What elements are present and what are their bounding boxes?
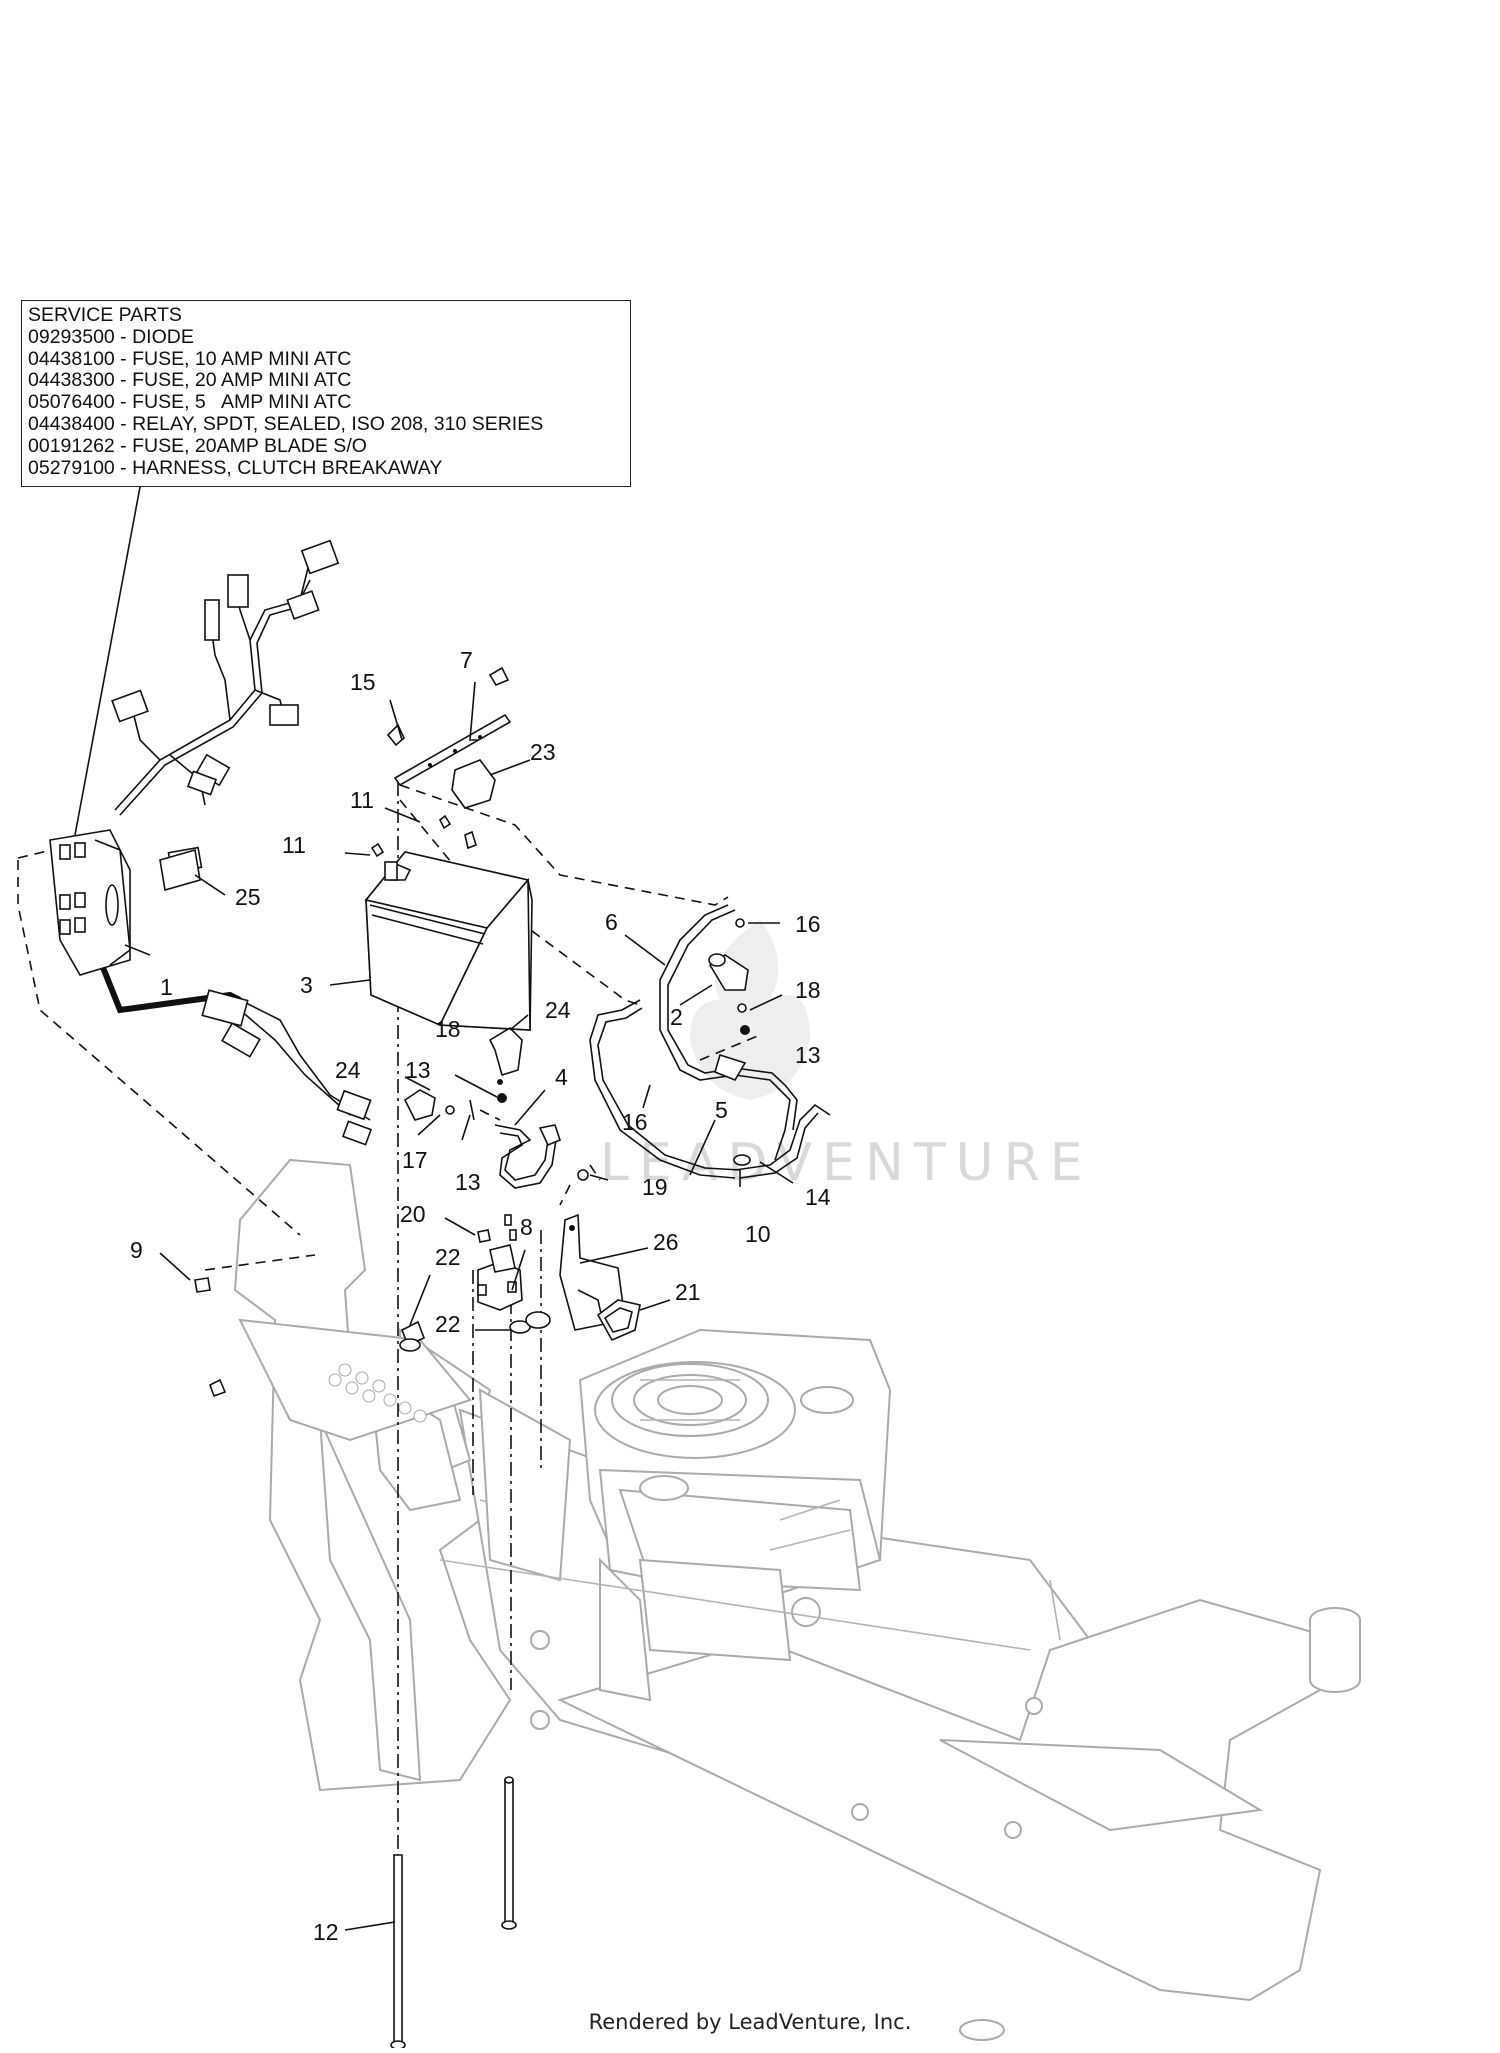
callout-13-lower: 13 [455, 1169, 481, 1195]
callout-13-right: 13 [795, 1042, 821, 1068]
callout-7: 7 [460, 647, 473, 673]
callout-17: 17 [402, 1147, 428, 1173]
callout-8: 8 [520, 1214, 533, 1240]
callout-20: 20 [400, 1201, 426, 1227]
callout-16-upper: 16 [795, 911, 821, 937]
service-part-line: 04438300 - FUSE, 20 AMP MINI ATC [28, 369, 352, 392]
callout-25: 25 [235, 884, 261, 910]
wing-nut-part-15 [386, 723, 405, 747]
terminal-boot-part-24-lower [403, 1089, 436, 1121]
callout-14: 14 [805, 1184, 831, 1210]
bracket-part-26 [559, 1213, 626, 1331]
callout-19: 19 [642, 1174, 668, 1200]
callout-22-lower: 22 [435, 1311, 461, 1337]
callout-9: 9 [130, 1237, 143, 1263]
mower-chassis-ghost [233, 1158, 1361, 2041]
screw-part-9 [194, 1277, 211, 1293]
relay-bracket-part-25 [159, 848, 201, 892]
nut-part-13 [740, 1025, 750, 1035]
service-part-line: 00191262 - FUSE, 20AMP BLADE S/O [28, 434, 367, 457]
callout-11-lower: 11 [282, 832, 306, 858]
callout-22-upper: 22 [435, 1244, 461, 1270]
callout-24-upper: 24 [545, 997, 571, 1023]
service-part-line: 04438400 - RELAY, SPDT, SEALED, ISO 208,… [28, 412, 544, 435]
panel-holes [328, 1363, 427, 1423]
service-part-line: 05076400 - FUSE, 5 AMP MINI ATC [28, 391, 352, 414]
service-parts-title: SERVICE PARTS [28, 304, 182, 326]
nut-part-16 [735, 918, 745, 928]
callout-1: 1 [160, 974, 173, 1000]
callout-5: 5 [715, 1097, 728, 1123]
screw-part-19 [577, 1169, 589, 1181]
starter-solenoid-part-8 [477, 1214, 523, 1311]
screw-part-20 [477, 1229, 491, 1243]
terminal-boot-part-24-upper [488, 1026, 523, 1077]
fuse-block-part-1 [49, 829, 131, 976]
callout-13-mid: 13 [405, 1057, 431, 1083]
callout-4: 4 [555, 1064, 568, 1090]
service-part-line: 05279100 - HARNESS, CLUTCH BREAKAWAY [28, 456, 443, 479]
callout-6: 6 [605, 909, 618, 935]
service-parts-box: SERVICE PARTS 09293500 - DIODE 04438100 … [21, 300, 631, 487]
callout-24-left: 24 [335, 1057, 361, 1083]
wiring-harness [87, 539, 373, 1146]
watermark-text: LEADVENTURE [600, 1133, 1093, 1193]
ground-cable-part-4 [494, 1124, 549, 1181]
callout-12: 12 [313, 1919, 339, 1945]
callout-16-lower: 16 [622, 1109, 648, 1135]
footer-credit: Rendered by LeadVenture, Inc. [588, 2010, 912, 2034]
callout-26: 26 [653, 1229, 679, 1255]
callout-15: 15 [350, 669, 376, 695]
hold-down-part-7 [393, 713, 512, 787]
terminal-cover-part-23 [451, 759, 496, 809]
callout-18-right: 18 [795, 977, 821, 1003]
clamps-part-22 [399, 1311, 551, 1352]
callout-labels: 15 7 23 11 11 25 1 3 6 16 2 18 13 24 18 … [130, 647, 831, 1945]
callout-10: 10 [745, 1221, 771, 1247]
battery-bolts-part-11 [370, 814, 477, 858]
service-part-line: 04438100 - FUSE, 10 AMP MINI ATC [28, 347, 352, 370]
nut-part-18 [737, 1003, 747, 1013]
callout-2: 2 [670, 1004, 683, 1030]
callout-11-upper: 11 [350, 787, 374, 813]
service-part-line: 09293500 - DIODE [28, 325, 194, 348]
battery-cables [589, 904, 831, 1179]
leader-lines [74, 486, 794, 1931]
callout-3: 3 [300, 972, 313, 998]
callout-18-left: 18 [435, 1016, 461, 1042]
callout-21: 21 [675, 1279, 701, 1305]
grommet-part-21 [596, 1299, 641, 1342]
battery-part-3 [364, 851, 533, 1031]
callout-23: 23 [530, 739, 556, 765]
